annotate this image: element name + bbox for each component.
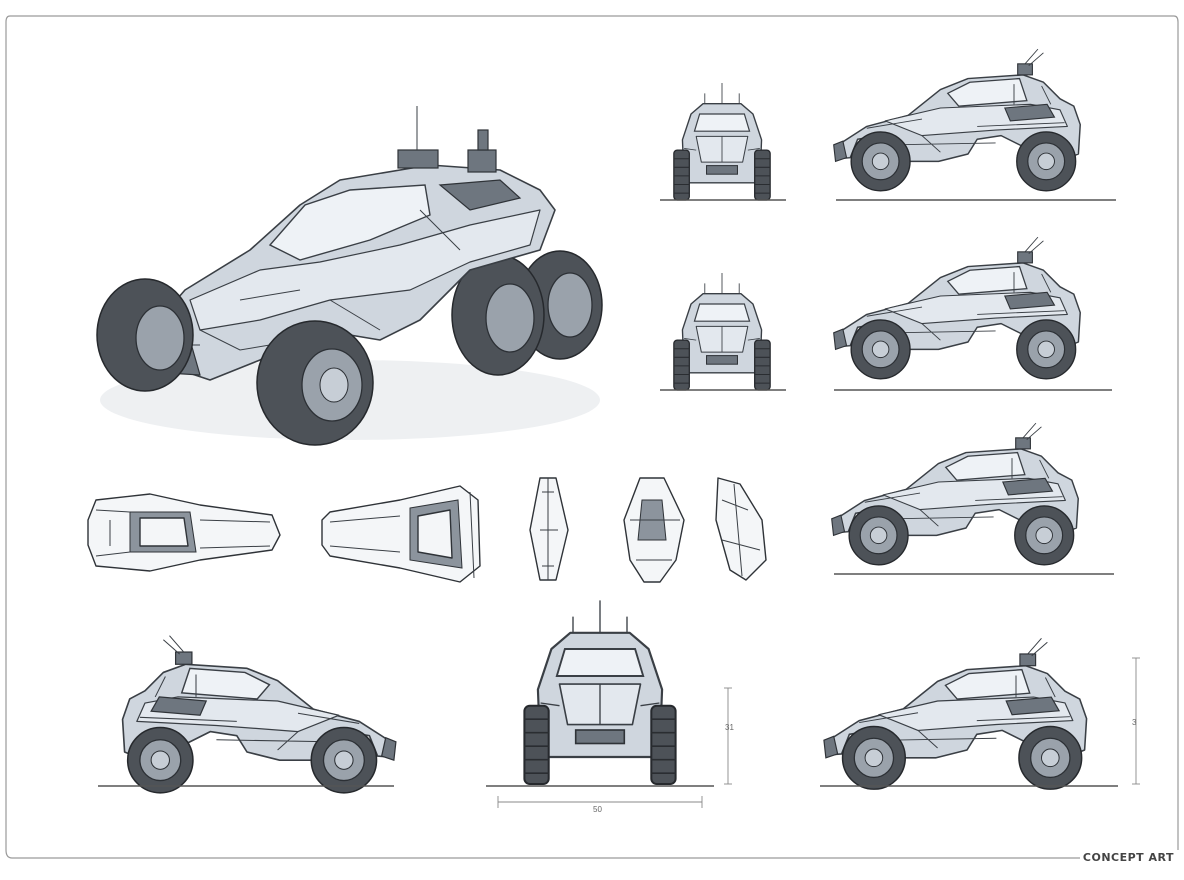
width-dimension: 50 [497,796,703,814]
rear-view-small [673,272,771,391]
front-view-small-1 [673,82,771,201]
side-view-right-2 [832,236,1081,380]
height-label-front: 31 [725,723,734,732]
side-view-right-1 [832,48,1081,192]
detail-part-3 [715,477,767,581]
detail-part-2 [623,477,685,583]
height-label-side: 3 [1132,718,1137,727]
sheet-frame [5,15,1179,859]
detail-part-1 [529,477,569,581]
side-view-right-3 [830,422,1079,566]
sheet-caption: CONCEPT ART [1082,851,1174,864]
side-view-right-4 [823,637,1088,790]
top-view-1 [87,493,281,572]
side-view-left [121,634,397,794]
height-dimension-side: 3 [1132,657,1140,785]
width-label: 50 [593,805,602,814]
front-view-large [523,599,677,786]
height-dimension-front: 31 [724,687,734,785]
hero-perspective-view [96,106,603,446]
top-view-2 [321,485,481,583]
